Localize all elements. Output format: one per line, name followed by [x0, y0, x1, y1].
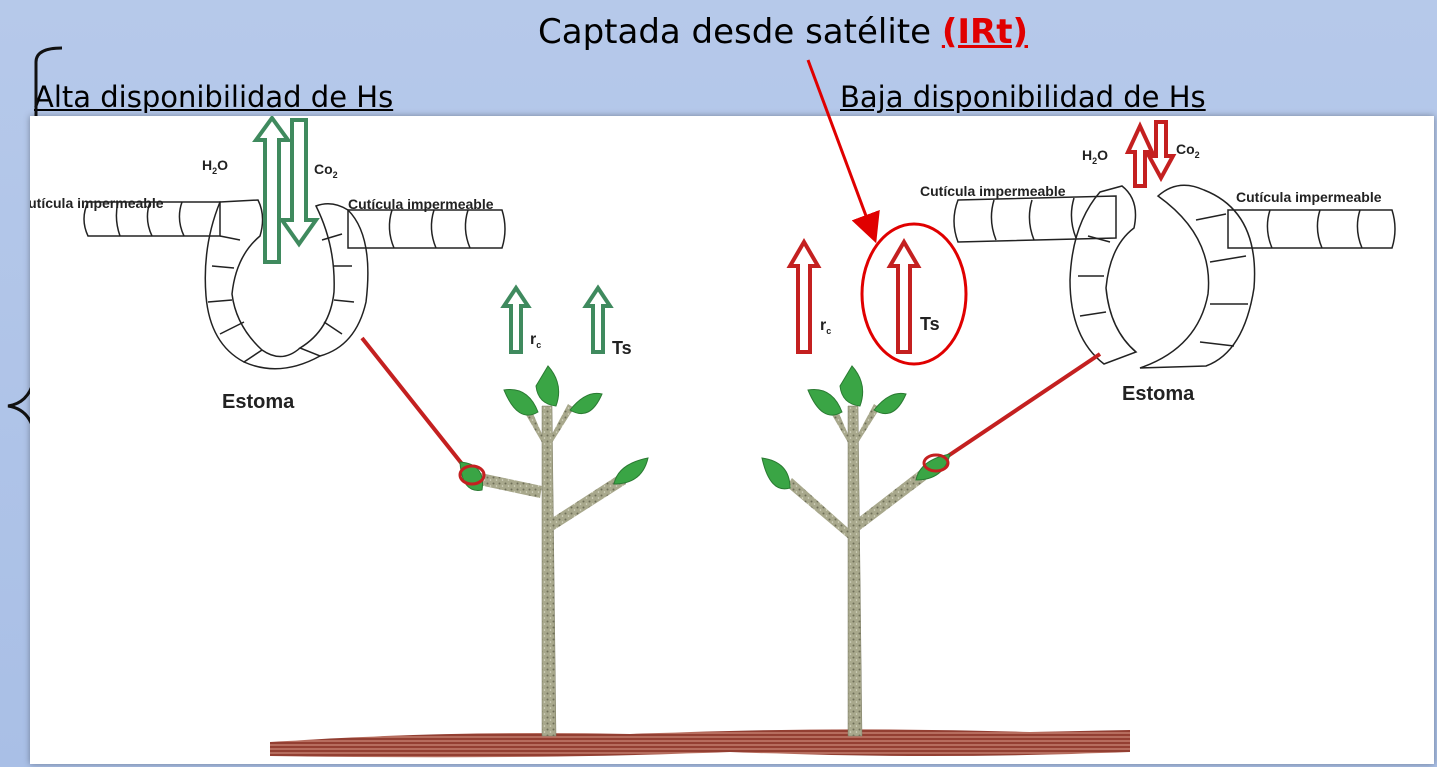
left-plant-leaf: [535, 365, 560, 407]
left-stoma-label: Estoma: [222, 391, 295, 413]
right-rc-label: rc: [820, 317, 831, 336]
right-co2-label: Co2: [1176, 141, 1200, 160]
irt-label: (IRt): [941, 12, 1028, 52]
left-guard-cell-left: [204, 199, 264, 363]
caption-text: Captada desde satélite: [538, 12, 942, 52]
right-guard-cell-right: [1139, 184, 1256, 369]
diagram-panel: H2O Co2 Cutícula impermeable Cutícula im…: [30, 116, 1434, 764]
right-h2o-label: H2O: [1082, 147, 1108, 166]
left-cuticle-strip-right: [347, 209, 506, 249]
left-leaf-marker: [458, 464, 486, 486]
right-plant: [761, 365, 951, 737]
left-stoma-base: [243, 355, 321, 370]
right-h2o-arrow: [1124, 121, 1156, 188]
left-h2o-label: H2O: [202, 157, 228, 176]
right-stoma-label: Estoma: [1122, 383, 1195, 405]
left-h2o-arrow: [252, 116, 292, 264]
right-plant-leaf: [873, 392, 907, 414]
left-rc-label: rc: [530, 331, 541, 350]
ts-highlight-circle: [860, 222, 968, 366]
left-cuticle-label-left: Cutícula impermeable: [30, 195, 164, 211]
left-heading: Alta disponibilidad de Hs: [34, 80, 394, 114]
left-ts-label: Ts: [612, 338, 632, 358]
right-guard-cell-left: [1069, 185, 1138, 365]
right-heading: Baja disponibilidad de Hs: [840, 80, 1206, 114]
left-plant: [458, 365, 649, 737]
left-co2-label: Co2: [314, 161, 338, 180]
left-stoma-group: [83, 199, 506, 370]
left-cuticle-label-right: Cutícula impermeable: [348, 196, 494, 212]
right-leaf-marker: [922, 453, 950, 473]
right-co2-arrow: [1145, 120, 1177, 183]
right-plant-leaf: [839, 365, 864, 407]
left-plant-leaf: [613, 457, 649, 485]
left-plant-leaf: [569, 392, 603, 414]
left-plant-stem: [541, 405, 557, 737]
right-ts-label: Ts: [920, 314, 940, 334]
right-plant-leaf: [761, 457, 791, 490]
left-plant-leaf: [503, 388, 539, 416]
right-plant-leaf: [807, 388, 843, 416]
left-ts-arrow: [582, 284, 614, 354]
right-rc-arrow: [786, 238, 822, 354]
right-stoma-group: [953, 184, 1396, 369]
left-guard-cell-right: [298, 203, 369, 357]
right-cuticle-strip-left: [953, 195, 1117, 243]
right-connector-line: [934, 352, 1102, 466]
right-cuticle-label-right: Cutícula impermeable: [1236, 189, 1382, 205]
left-cuticle-strip-left: [83, 201, 221, 237]
satellite-caption: Captada desde satélite (IRt): [538, 12, 1028, 52]
left-co2-arrow: [278, 118, 320, 248]
right-cuticle-label-left: Cutícula impermeable: [920, 183, 1066, 199]
ground-strip: [270, 729, 1130, 758]
stomata-diagram: H2O Co2 Cutícula impermeable Cutícula im…: [30, 116, 1396, 758]
left-rc-arrow: [500, 284, 532, 354]
right-plant-stem: [847, 405, 863, 737]
right-cuticle-strip-right: [1227, 209, 1396, 249]
right-ts-arrow: [886, 238, 922, 354]
left-connector-line: [360, 336, 472, 476]
